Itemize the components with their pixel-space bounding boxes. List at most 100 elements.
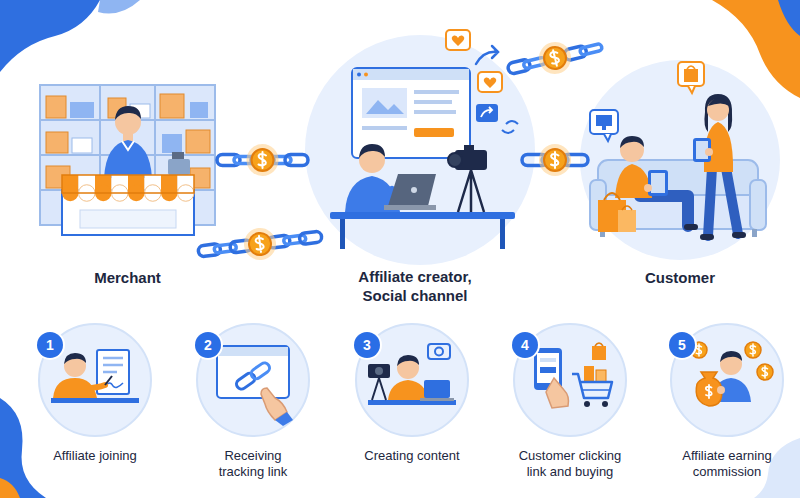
- step-icon: [218, 347, 288, 356]
- affiliate-studio: [330, 212, 515, 219]
- step-circle: 5Affiliate earning commission: [657, 322, 797, 484]
- merchant-shop: [46, 132, 68, 153]
- affiliate-studio: [414, 128, 454, 137]
- customer-scene: [590, 110, 618, 134]
- step-icon: [424, 380, 450, 398]
- decorative-chain: [536, 39, 575, 78]
- step-icon: [372, 378, 386, 400]
- background-blobs: [0, 398, 46, 498]
- customer-scene: [596, 115, 612, 126]
- affiliate-studio: [478, 72, 502, 92]
- affiliate-studio: [484, 77, 497, 88]
- merchant-shop: [190, 102, 208, 118]
- merchant-shop: [72, 138, 92, 153]
- dollar-sign: [259, 152, 267, 168]
- merchant-shop: [46, 96, 66, 118]
- merchant-shop: [62, 175, 194, 193]
- step-icon: [584, 366, 594, 382]
- step-icon: [105, 376, 112, 385]
- step-icon: [584, 401, 590, 407]
- customer-scene: [700, 234, 714, 240]
- customer-scene: [620, 136, 644, 148]
- affiliate-studio: [359, 144, 385, 158]
- affiliate-studio: [414, 100, 452, 104]
- step-icon: [540, 367, 556, 373]
- step-icon: [420, 398, 454, 401]
- affiliate-studio: [305, 35, 535, 265]
- merchant-shop: [80, 210, 176, 228]
- step-icon: [435, 348, 443, 356]
- customer-scene: [704, 94, 732, 132]
- affiliate-studio: [476, 104, 498, 122]
- customer-scene: [688, 86, 695, 93]
- merchant-shop: [70, 102, 94, 118]
- step-icon: [368, 364, 390, 378]
- step-icon: [103, 358, 123, 372]
- merchant-shop: [168, 159, 190, 175]
- background-blobs: [778, 0, 800, 36]
- callout-number: 1: [37, 332, 63, 358]
- step-icon: [428, 344, 450, 359]
- affiliate-studio: [362, 126, 407, 130]
- affiliate-studio: [366, 100, 404, 114]
- step-circle: 3Creating content: [342, 322, 482, 482]
- customer-scene: [705, 148, 713, 156]
- merchant-shop: [172, 152, 184, 160]
- step-icon: [720, 351, 742, 362]
- step-icon: [540, 358, 556, 362]
- step-icon: [249, 361, 271, 381]
- customer-scene: [708, 168, 738, 236]
- decorative-chain: [299, 231, 322, 245]
- step-icon: [235, 371, 257, 391]
- merchant-shop: [40, 85, 215, 235]
- callout-number: 4: [512, 332, 538, 358]
- affiliate-studio: [364, 73, 368, 77]
- step-icon: [235, 361, 272, 391]
- step-caption: Customer clicking link and buying: [514, 448, 626, 480]
- customer-scene: [644, 184, 652, 192]
- customer-scene: [732, 232, 746, 238]
- merchant-shop: [104, 140, 152, 178]
- callout-number: 3: [354, 332, 380, 358]
- dollar-coin: [544, 149, 566, 171]
- decorative-chain: [579, 43, 602, 55]
- dollar-sign: [551, 152, 559, 168]
- merchant-shop: [122, 141, 134, 150]
- affiliate-studio: [362, 88, 407, 118]
- affiliate-studio: [502, 121, 518, 133]
- step-icon: [375, 367, 383, 375]
- background-blobs: [98, 0, 140, 14]
- customer-scene: [750, 180, 766, 230]
- customer-scene: [602, 126, 606, 130]
- chain-connector: [217, 144, 308, 176]
- decorative-chain: [505, 31, 606, 85]
- customer-scene: [580, 60, 780, 260]
- customer-scene: [684, 224, 698, 230]
- customer-scene: [684, 69, 698, 82]
- callout-number: 5: [669, 332, 695, 358]
- affiliate-studio: [305, 30, 535, 265]
- decorative-chain: [242, 226, 278, 262]
- dollar-coin: [252, 149, 274, 171]
- actor-label: Merchant: [43, 268, 213, 287]
- customer-scene: [687, 66, 695, 69]
- customer-scene: [708, 98, 729, 106]
- affiliate-studio: [384, 205, 436, 210]
- step-icon: [217, 346, 289, 398]
- step-icon: [706, 385, 712, 398]
- actor-scene: Affiliate creator, Social channel: [305, 35, 525, 310]
- chain-part: [285, 155, 308, 166]
- customer-scene: [678, 62, 704, 86]
- affiliate-studio: [340, 219, 345, 249]
- affiliate-studio: [458, 170, 484, 212]
- customer-scene: [618, 210, 636, 232]
- step-icon: [717, 386, 725, 394]
- customer-scene: [580, 60, 780, 260]
- affiliate-studio: [357, 73, 361, 77]
- affiliate-studio: [414, 110, 456, 114]
- step-circle: 2Receiving tracking link: [183, 322, 323, 484]
- step-circle: 1Affiliate joining: [25, 322, 165, 482]
